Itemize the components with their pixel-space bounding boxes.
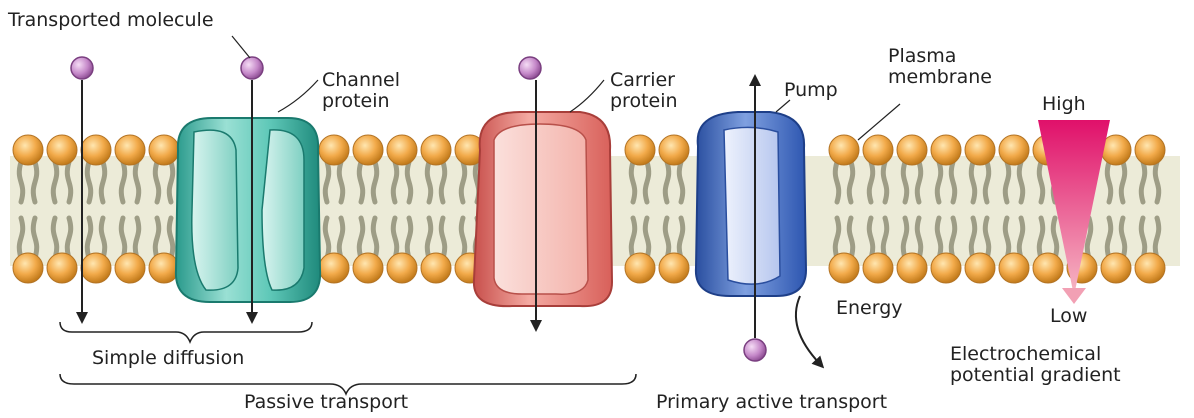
- label-passive-transport: Passive transport: [244, 392, 408, 413]
- lipid-head: [965, 135, 995, 165]
- lipid-head: [625, 253, 655, 283]
- molecule-simple-diffusion: [71, 57, 93, 79]
- lipid-head: [863, 135, 893, 165]
- lipid-head: [353, 253, 383, 283]
- label-carrier-protein: Carrier protein: [610, 70, 678, 112]
- lipid-head: [897, 135, 927, 165]
- label-gradient-line2: potential gradient: [950, 365, 1121, 386]
- label-carrier-line1: Carrier: [610, 70, 678, 91]
- lipid-head: [931, 253, 961, 283]
- label-gradient: Electrochemical potential gradient: [950, 344, 1121, 386]
- lipid-head: [319, 135, 349, 165]
- lipid-head: [149, 135, 179, 165]
- leader-carrier: [570, 80, 604, 112]
- label-high: High: [1042, 94, 1086, 115]
- leader-pump: [776, 100, 790, 112]
- lipid-head: [999, 135, 1029, 165]
- molecule-pump: [744, 339, 766, 361]
- lipid-head: [353, 135, 383, 165]
- label-channel-protein: Channel protein: [322, 70, 400, 112]
- molecule-channel: [241, 57, 263, 79]
- lipid-head: [829, 253, 859, 283]
- lipid-head: [625, 135, 655, 165]
- label-transported-molecule: Transported molecule: [8, 10, 214, 31]
- label-pump: Pump: [784, 80, 838, 101]
- lipid-head: [999, 253, 1029, 283]
- lipid-head: [319, 253, 349, 283]
- lipid-head: [81, 253, 111, 283]
- lipid-head: [1033, 253, 1063, 283]
- lipid-head: [81, 135, 111, 165]
- lipid-head: [931, 135, 961, 165]
- lipid-head: [421, 253, 451, 283]
- lipid-head: [115, 135, 145, 165]
- gradient-arrow-tip: [1062, 288, 1086, 304]
- label-energy: Energy: [836, 298, 903, 319]
- lipid-head: [897, 253, 927, 283]
- label-primary-active-transport: Primary active transport: [656, 392, 887, 413]
- molecule-carrier: [519, 57, 541, 79]
- lipid-head: [659, 135, 689, 165]
- lipid-head: [13, 135, 43, 165]
- lipid-head: [863, 253, 893, 283]
- lipid-head: [421, 135, 451, 165]
- label-channel-line2: protein: [322, 91, 400, 112]
- lipid-head: [659, 253, 689, 283]
- lipid-head: [13, 253, 43, 283]
- lipid-head: [149, 253, 179, 283]
- pump-shape: [696, 112, 806, 296]
- lipid-head: [47, 253, 77, 283]
- label-plasma-membrane: Plasma membrane: [888, 46, 992, 88]
- lipid-head: [47, 135, 77, 165]
- label-membrane-line1: Plasma: [888, 46, 992, 67]
- brace-simple-diffusion: [60, 322, 312, 342]
- label-gradient-line1: Electrochemical: [950, 344, 1121, 365]
- leader-channel: [278, 80, 318, 112]
- label-carrier-line2: protein: [610, 91, 678, 112]
- lipid-head: [1101, 253, 1131, 283]
- label-channel-line1: Channel: [322, 70, 400, 91]
- lipid-head: [387, 253, 417, 283]
- label-simple-diffusion: Simple diffusion: [92, 348, 244, 369]
- lipid-head: [115, 253, 145, 283]
- label-membrane-line2: membrane: [888, 67, 992, 88]
- leader-molecule: [232, 36, 250, 58]
- lipid-head: [829, 135, 859, 165]
- lipid-head: [387, 135, 417, 165]
- carrier-protein-shape: [474, 112, 612, 306]
- lipid-head: [965, 253, 995, 283]
- channel-protein-shape: [176, 118, 320, 302]
- lipid-head: [1135, 253, 1165, 283]
- lipid-head: [1135, 135, 1165, 165]
- label-low: Low: [1050, 306, 1087, 327]
- energy-arrow: [796, 296, 820, 364]
